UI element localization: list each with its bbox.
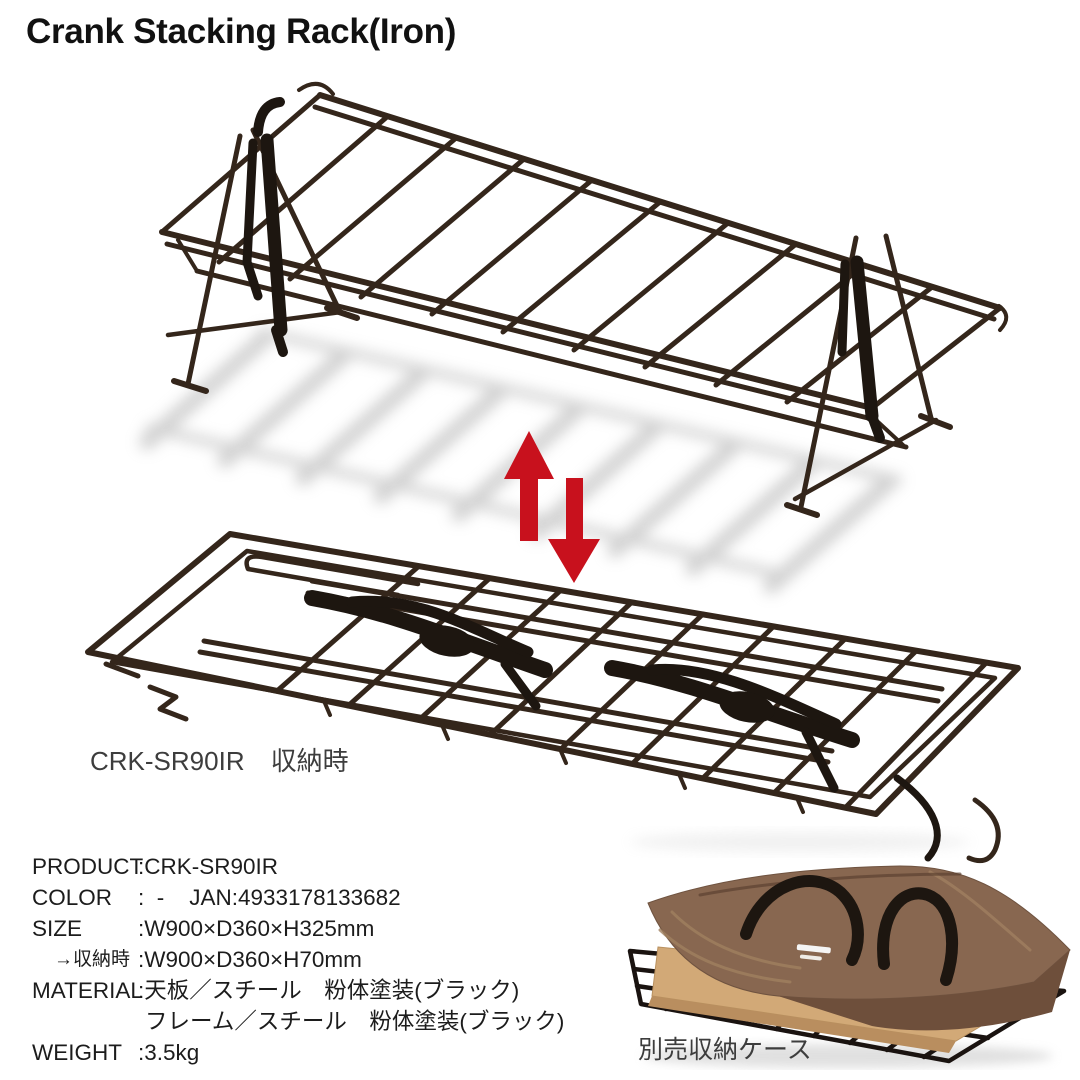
spec-table: PRODUCT :CRK-SR90IR COLOR : - JAN:493317…	[32, 851, 592, 1068]
right-strap	[837, 255, 885, 443]
folded-model-code: CRK-SR90IR	[90, 746, 245, 776]
rack-top-crossbars	[216, 113, 935, 405]
assembled-rack-illustration	[139, 82, 1009, 594]
spec-label-material-cont	[32, 1006, 138, 1037]
storage-case-caption: 別売収納ケース	[638, 1036, 812, 1064]
up-arrow-icon	[504, 431, 554, 541]
spec-label-material: MATERIAL	[32, 978, 143, 1003]
folded-rack-caption: CRK-SR90IR 収納時	[90, 741, 349, 778]
spec-label-weight: WEIGHT	[32, 1040, 122, 1065]
fold-unfold-arrows-icon	[504, 431, 600, 583]
left-strap	[242, 97, 288, 357]
folded-rack-illustration	[85, 531, 1021, 864]
case-logo	[796, 944, 831, 961]
folded-hooks	[103, 661, 1001, 864]
folded-frame	[85, 531, 1021, 817]
spec-label-stored-size: →収納時	[54, 949, 131, 970]
spec-label-product: PRODUCT	[32, 854, 144, 879]
spec-value-weight: :3.5kg	[138, 1040, 200, 1065]
storage-case-illustration	[627, 865, 1071, 1068]
folded-state-label: 収納時	[270, 746, 349, 776]
folded-shadow	[630, 832, 970, 852]
spec-label-size: SIZE	[32, 916, 83, 941]
spec-value-stored-size: :W900×D360×H70mm	[138, 947, 362, 972]
spec-value-size: :W900×D360×H325mm	[138, 916, 375, 941]
spec-value-material-top: :天板／スチール 粉体塗装(ブラック)	[138, 978, 520, 1003]
case-bag	[647, 865, 1071, 1031]
case-handles	[740, 875, 958, 986]
page-title: Crank Stacking Rack(Iron)	[26, 12, 457, 51]
folded-leg-rails	[197, 578, 945, 765]
spec-value-product: :CRK-SR90IR	[138, 854, 279, 879]
down-arrow-icon	[548, 478, 600, 583]
folded-straps	[304, 590, 941, 862]
spec-value-color-jan: : - JAN:4933178133682	[138, 885, 401, 910]
spec-label-color: COLOR	[32, 885, 113, 910]
spec-value-material-frame: フレーム／スチール 粉体塗装(ブラック)	[145, 1009, 565, 1034]
